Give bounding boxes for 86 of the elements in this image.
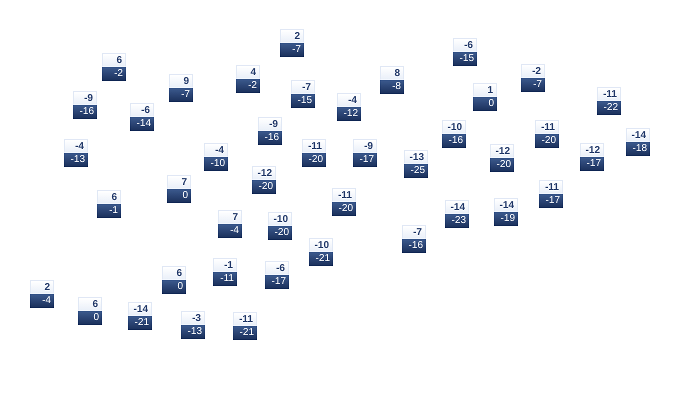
lower-value: -21: [233, 326, 257, 340]
lower-value: -1: [97, 204, 121, 218]
upper-value: -11: [539, 180, 563, 194]
lower-value: -7: [169, 88, 193, 102]
upper-value: -1: [213, 258, 237, 272]
lower-value: -4: [30, 294, 54, 308]
upper-value: -4: [204, 143, 228, 157]
upper-value: -13: [404, 150, 428, 164]
lower-value: -17: [539, 194, 563, 208]
upper-value: 2: [30, 280, 54, 294]
lower-value: -4: [218, 224, 242, 238]
lower-value: 0: [167, 189, 191, 203]
lower-value: -21: [128, 316, 152, 330]
upper-value: 7: [218, 210, 242, 224]
lower-value: -16: [258, 131, 282, 145]
lower-value: -14: [130, 117, 154, 131]
upper-value: -12: [252, 166, 276, 180]
lower-value: -7: [521, 78, 545, 92]
upper-value: -4: [64, 139, 88, 153]
lower-value: -16: [73, 105, 97, 119]
lower-value: -17: [353, 153, 377, 167]
lower-value: 0: [162, 280, 186, 294]
upper-value: -11: [233, 312, 257, 326]
upper-value: -4: [337, 93, 361, 107]
upper-value: -7: [402, 225, 426, 239]
lower-value: -2: [236, 79, 260, 93]
upper-value: -10: [309, 238, 333, 252]
lower-value: -7: [280, 43, 304, 57]
upper-value: 8: [380, 66, 404, 80]
upper-value: -2: [521, 64, 545, 78]
upper-value: -6: [265, 261, 289, 275]
lower-value: -10: [204, 157, 228, 171]
lower-value: -19: [494, 212, 518, 226]
lower-value: -11: [213, 272, 237, 286]
upper-value: -11: [332, 188, 356, 202]
upper-value: -11: [535, 120, 559, 134]
upper-value: -11: [597, 87, 621, 101]
lower-value: -2: [102, 67, 126, 81]
upper-value: -7: [291, 80, 315, 94]
upper-value: -14: [494, 198, 518, 212]
upper-value: -9: [258, 117, 282, 131]
lower-value: 0: [78, 311, 102, 325]
lower-value: -16: [402, 239, 426, 253]
upper-value: -12: [490, 144, 514, 158]
lower-value: -20: [268, 226, 292, 240]
upper-value: 7: [167, 175, 191, 189]
upper-value: -14: [128, 302, 152, 316]
lower-value: -18: [626, 142, 650, 156]
lower-value: -16: [442, 134, 466, 148]
lower-value: -17: [580, 157, 604, 171]
lower-value: -20: [535, 134, 559, 148]
lower-value: -8: [380, 80, 404, 94]
lower-value: -20: [332, 202, 356, 216]
upper-value: -12: [580, 143, 604, 157]
upper-value: -3: [181, 311, 205, 325]
lower-value: -13: [181, 325, 205, 339]
upper-value: 6: [162, 266, 186, 280]
upper-value: 1: [473, 83, 497, 97]
lower-value: -21: [309, 252, 333, 266]
upper-value: -14: [445, 200, 469, 214]
lower-value: -22: [597, 101, 621, 115]
lower-value: -17: [265, 275, 289, 289]
lower-value: -15: [291, 94, 315, 108]
upper-value: -10: [268, 212, 292, 226]
upper-value: 9: [169, 74, 193, 88]
lower-value: -23: [445, 214, 469, 228]
lower-value: -12: [337, 107, 361, 121]
upper-value: 6: [102, 53, 126, 67]
lower-value: -20: [490, 158, 514, 172]
upper-value: 2: [280, 29, 304, 43]
lower-value: -15: [453, 52, 477, 66]
upper-value: -10: [442, 120, 466, 134]
upper-value: -6: [453, 38, 477, 52]
upper-value: 6: [97, 190, 121, 204]
upper-value: -9: [73, 91, 97, 105]
upper-value: -6: [130, 103, 154, 117]
upper-value: 6: [78, 297, 102, 311]
lower-value: -13: [64, 153, 88, 167]
lower-value: -25: [404, 164, 428, 178]
upper-value: -9: [353, 139, 377, 153]
upper-value: 4: [236, 65, 260, 79]
upper-value: -14: [626, 128, 650, 142]
lower-value: -20: [302, 153, 326, 167]
lower-value: -20: [252, 180, 276, 194]
lower-value: 0: [473, 97, 497, 111]
upper-value: -11: [302, 139, 326, 153]
